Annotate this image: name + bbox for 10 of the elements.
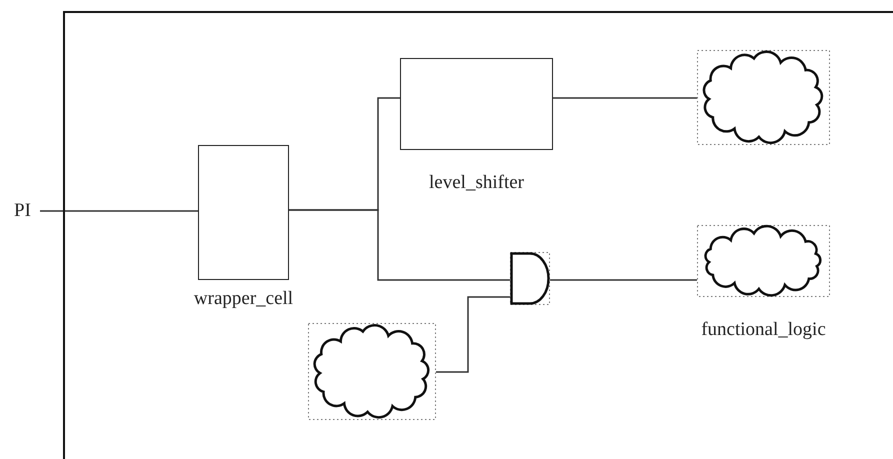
wire <box>553 97 697 99</box>
block-label: level_shifter <box>428 172 525 194</box>
wire <box>436 296 510 373</box>
wire <box>289 209 510 281</box>
wire <box>550 279 697 281</box>
wire <box>40 210 198 212</box>
port-label: PI <box>14 199 40 223</box>
boundary-box <box>63 11 893 459</box>
block-label: wrapper_cell <box>192 288 294 310</box>
block-label: functional_logic <box>700 319 827 341</box>
